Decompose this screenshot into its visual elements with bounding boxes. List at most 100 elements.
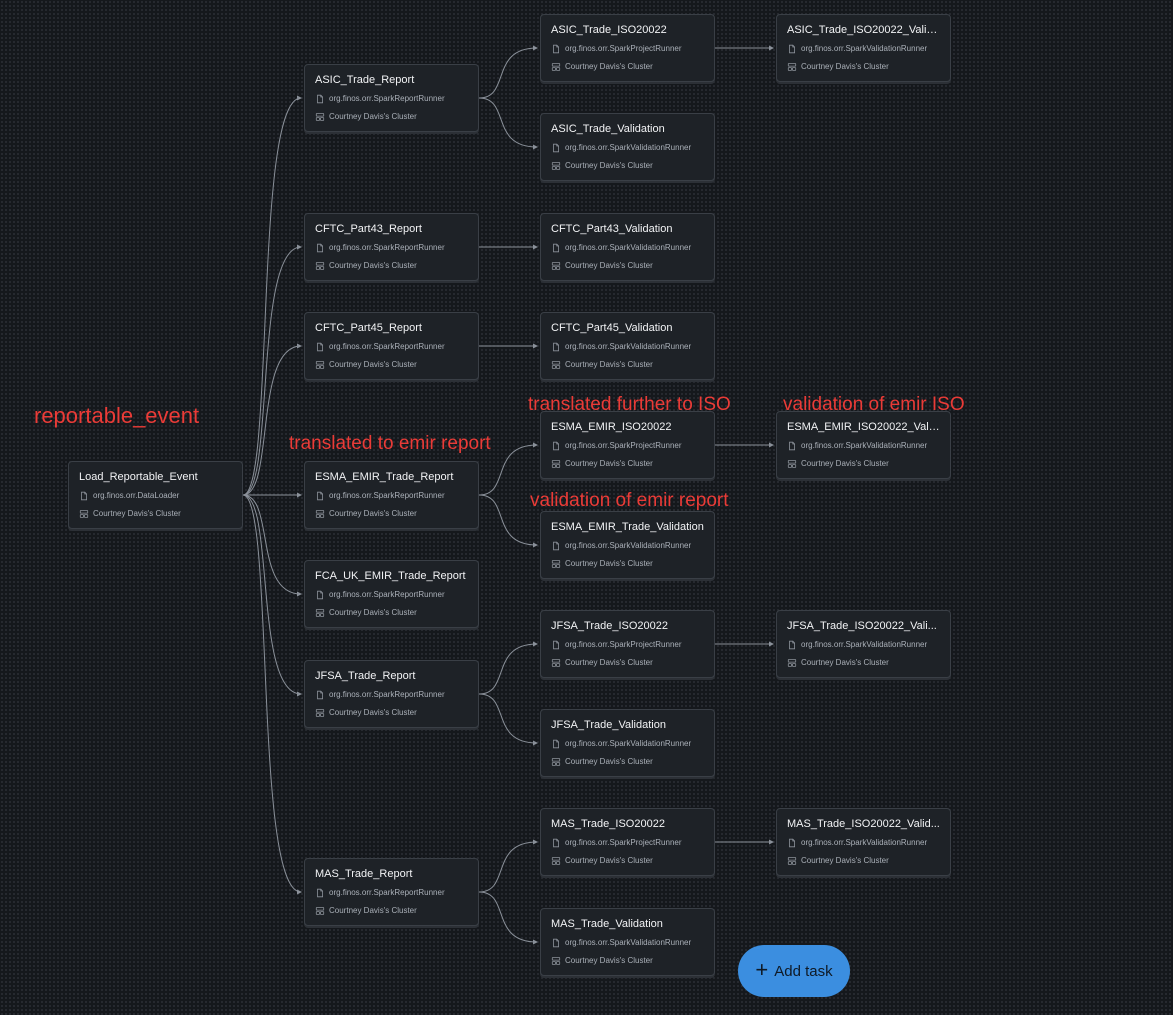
task-cluster-name: Courtney Davis's Cluster xyxy=(565,459,653,468)
task-cluster-row: Courtney Davis's Cluster xyxy=(315,608,468,618)
cluster-icon xyxy=(315,112,325,122)
cluster-icon xyxy=(551,360,561,370)
cluster-icon xyxy=(787,856,797,866)
task-runner-row: org.finos.orr.SparkValidationRunner xyxy=(787,640,940,650)
task-runner-class: org.finos.orr.SparkValidationRunner xyxy=(565,342,692,351)
task-cluster-name: Courtney Davis's Cluster xyxy=(565,161,653,170)
edge-arrowhead xyxy=(297,591,302,597)
task-cluster-row: Courtney Davis's Cluster xyxy=(315,261,468,271)
task-runner-row: org.finos.orr.SparkReportRunner xyxy=(315,94,468,104)
add-task-button[interactable]: + Add task xyxy=(738,945,850,997)
edge-asic-report-to-asic-val xyxy=(478,97,538,148)
file-icon xyxy=(551,739,561,749)
edge-arrowhead xyxy=(297,889,302,895)
task-cluster-row: Courtney Davis's Cluster xyxy=(787,62,940,72)
cluster-icon xyxy=(315,360,325,370)
task-cluster-name: Courtney Davis's Cluster xyxy=(801,459,889,468)
edge-mas-report-to-mas-iso xyxy=(478,841,538,893)
task-cluster-name: Courtney Davis's Cluster xyxy=(565,360,653,369)
cluster-icon xyxy=(551,559,561,569)
task-runner-row: org.finos.orr.SparkValidationRunner xyxy=(551,143,704,153)
task-node-asic-report[interactable]: ASIC_Trade_Report org.finos.orr.SparkRepo… xyxy=(304,64,479,132)
task-title: ASIC_Trade_Report xyxy=(315,74,415,86)
edge-arrowhead xyxy=(769,641,774,647)
task-runner-class: org.finos.orr.SparkReportRunner xyxy=(329,888,445,897)
task-title: ASIC_Trade_ISO20022 xyxy=(551,24,667,36)
task-cluster-name: Courtney Davis's Cluster xyxy=(565,261,653,270)
file-icon xyxy=(551,342,561,352)
edge-arrowhead xyxy=(533,45,538,51)
task-node-esma-report[interactable]: ESMA_EMIR_Trade_Report org.finos.orr.Spar… xyxy=(304,461,479,529)
annotation-validation-emir-report: validation of emir report xyxy=(530,490,729,511)
task-title: CFTC_Part43_Validation xyxy=(551,223,673,235)
task-node-asic-iso[interactable]: ASIC_Trade_ISO20022 org.finos.orr.SparkPr… xyxy=(540,14,715,82)
task-title: JFSA_Trade_Report xyxy=(315,670,416,682)
task-runner-class: org.finos.orr.SparkReportRunner xyxy=(329,491,445,500)
annotation-translated-further: translated further to ISO xyxy=(528,394,731,415)
task-runner-class: org.finos.orr.SparkReportRunner xyxy=(329,342,445,351)
task-title: JFSA_Trade_Validation xyxy=(551,719,666,731)
task-cluster-row: Courtney Davis's Cluster xyxy=(551,856,704,866)
task-runner-row: org.finos.orr.SparkReportRunner xyxy=(315,888,468,898)
edge-arrowhead xyxy=(297,492,302,498)
file-icon xyxy=(551,838,561,848)
cluster-icon xyxy=(315,509,325,519)
add-task-label: Add task xyxy=(774,962,833,980)
task-runner-class: org.finos.orr.SparkReportRunner xyxy=(329,94,445,103)
edge-arrowhead xyxy=(533,144,538,150)
task-title: MAS_Trade_Report xyxy=(315,868,413,880)
task-cluster-name: Courtney Davis's Cluster xyxy=(801,856,889,865)
file-icon xyxy=(315,690,325,700)
edge-arrowhead xyxy=(297,95,302,101)
task-cluster-row: Courtney Davis's Cluster xyxy=(551,360,704,370)
task-node-esma-iso-val[interactable]: ESMA_EMIR_ISO20022_Vali...org.finos.orr.… xyxy=(776,411,951,479)
task-cluster-name: Courtney Davis's Cluster xyxy=(93,509,181,518)
file-icon xyxy=(787,441,797,451)
task-cluster-row: Courtney Davis's Cluster xyxy=(551,956,704,966)
task-node-jfsa-report[interactable]: JFSA_Trade_Report org.finos.orr.SparkRepo… xyxy=(304,660,479,728)
cluster-icon xyxy=(315,906,325,916)
task-runner-class: org.finos.orr.SparkProjectRunner xyxy=(565,44,682,53)
task-node-jfsa-iso-val[interactable]: JFSA_Trade_ISO20022_Vali... org.finos.orr… xyxy=(776,610,951,678)
cluster-icon xyxy=(551,956,561,966)
cluster-icon xyxy=(315,261,325,271)
task-cluster-row: Courtney Davis's Cluster xyxy=(787,856,940,866)
task-title: MAS_Trade_ISO20022 xyxy=(551,818,665,830)
task-node-mas-iso-val[interactable]: MAS_Trade_ISO20022_Valid...org.finos.orr… xyxy=(776,808,951,876)
task-title: MAS_Trade_ISO20022_Valid... xyxy=(787,818,940,830)
edge-load-to-fca-report xyxy=(242,494,302,595)
task-title: ESMA_EMIR_Trade_Report xyxy=(315,471,454,483)
task-runner-row: org.finos.orr.SparkReportRunner xyxy=(315,690,468,700)
task-runner-class: org.finos.orr.DataLoader xyxy=(93,491,180,500)
task-node-asic-iso-val[interactable]: ASIC_Trade_ISO20022_Valid...org.finos.or… xyxy=(776,14,951,82)
annotation-reportable-event: reportable_event xyxy=(34,403,200,428)
task-cluster-row: Courtney Davis's Cluster xyxy=(787,658,940,668)
task-title: ESMA_EMIR_ISO20022 xyxy=(551,421,672,433)
edge-arrowhead xyxy=(769,45,774,51)
task-node-mas-report[interactable]: MAS_Trade_Report org.finos.orr.SparkRepor… xyxy=(304,858,479,926)
edge-jfsa-report-to-jfsa-val xyxy=(478,693,538,744)
file-icon xyxy=(551,143,561,153)
edge-arrowhead xyxy=(533,740,538,746)
plus-icon: + xyxy=(755,957,769,982)
task-title: JFSA_Trade_ISO20022_Vali... xyxy=(787,620,937,632)
task-runner-class: org.finos.orr.SparkValidationRunner xyxy=(801,44,928,53)
cluster-icon xyxy=(787,62,797,72)
task-cluster-name: Courtney Davis's Cluster xyxy=(565,658,653,667)
cluster-icon xyxy=(551,856,561,866)
edge-asic-report-to-asic-iso xyxy=(478,47,538,99)
